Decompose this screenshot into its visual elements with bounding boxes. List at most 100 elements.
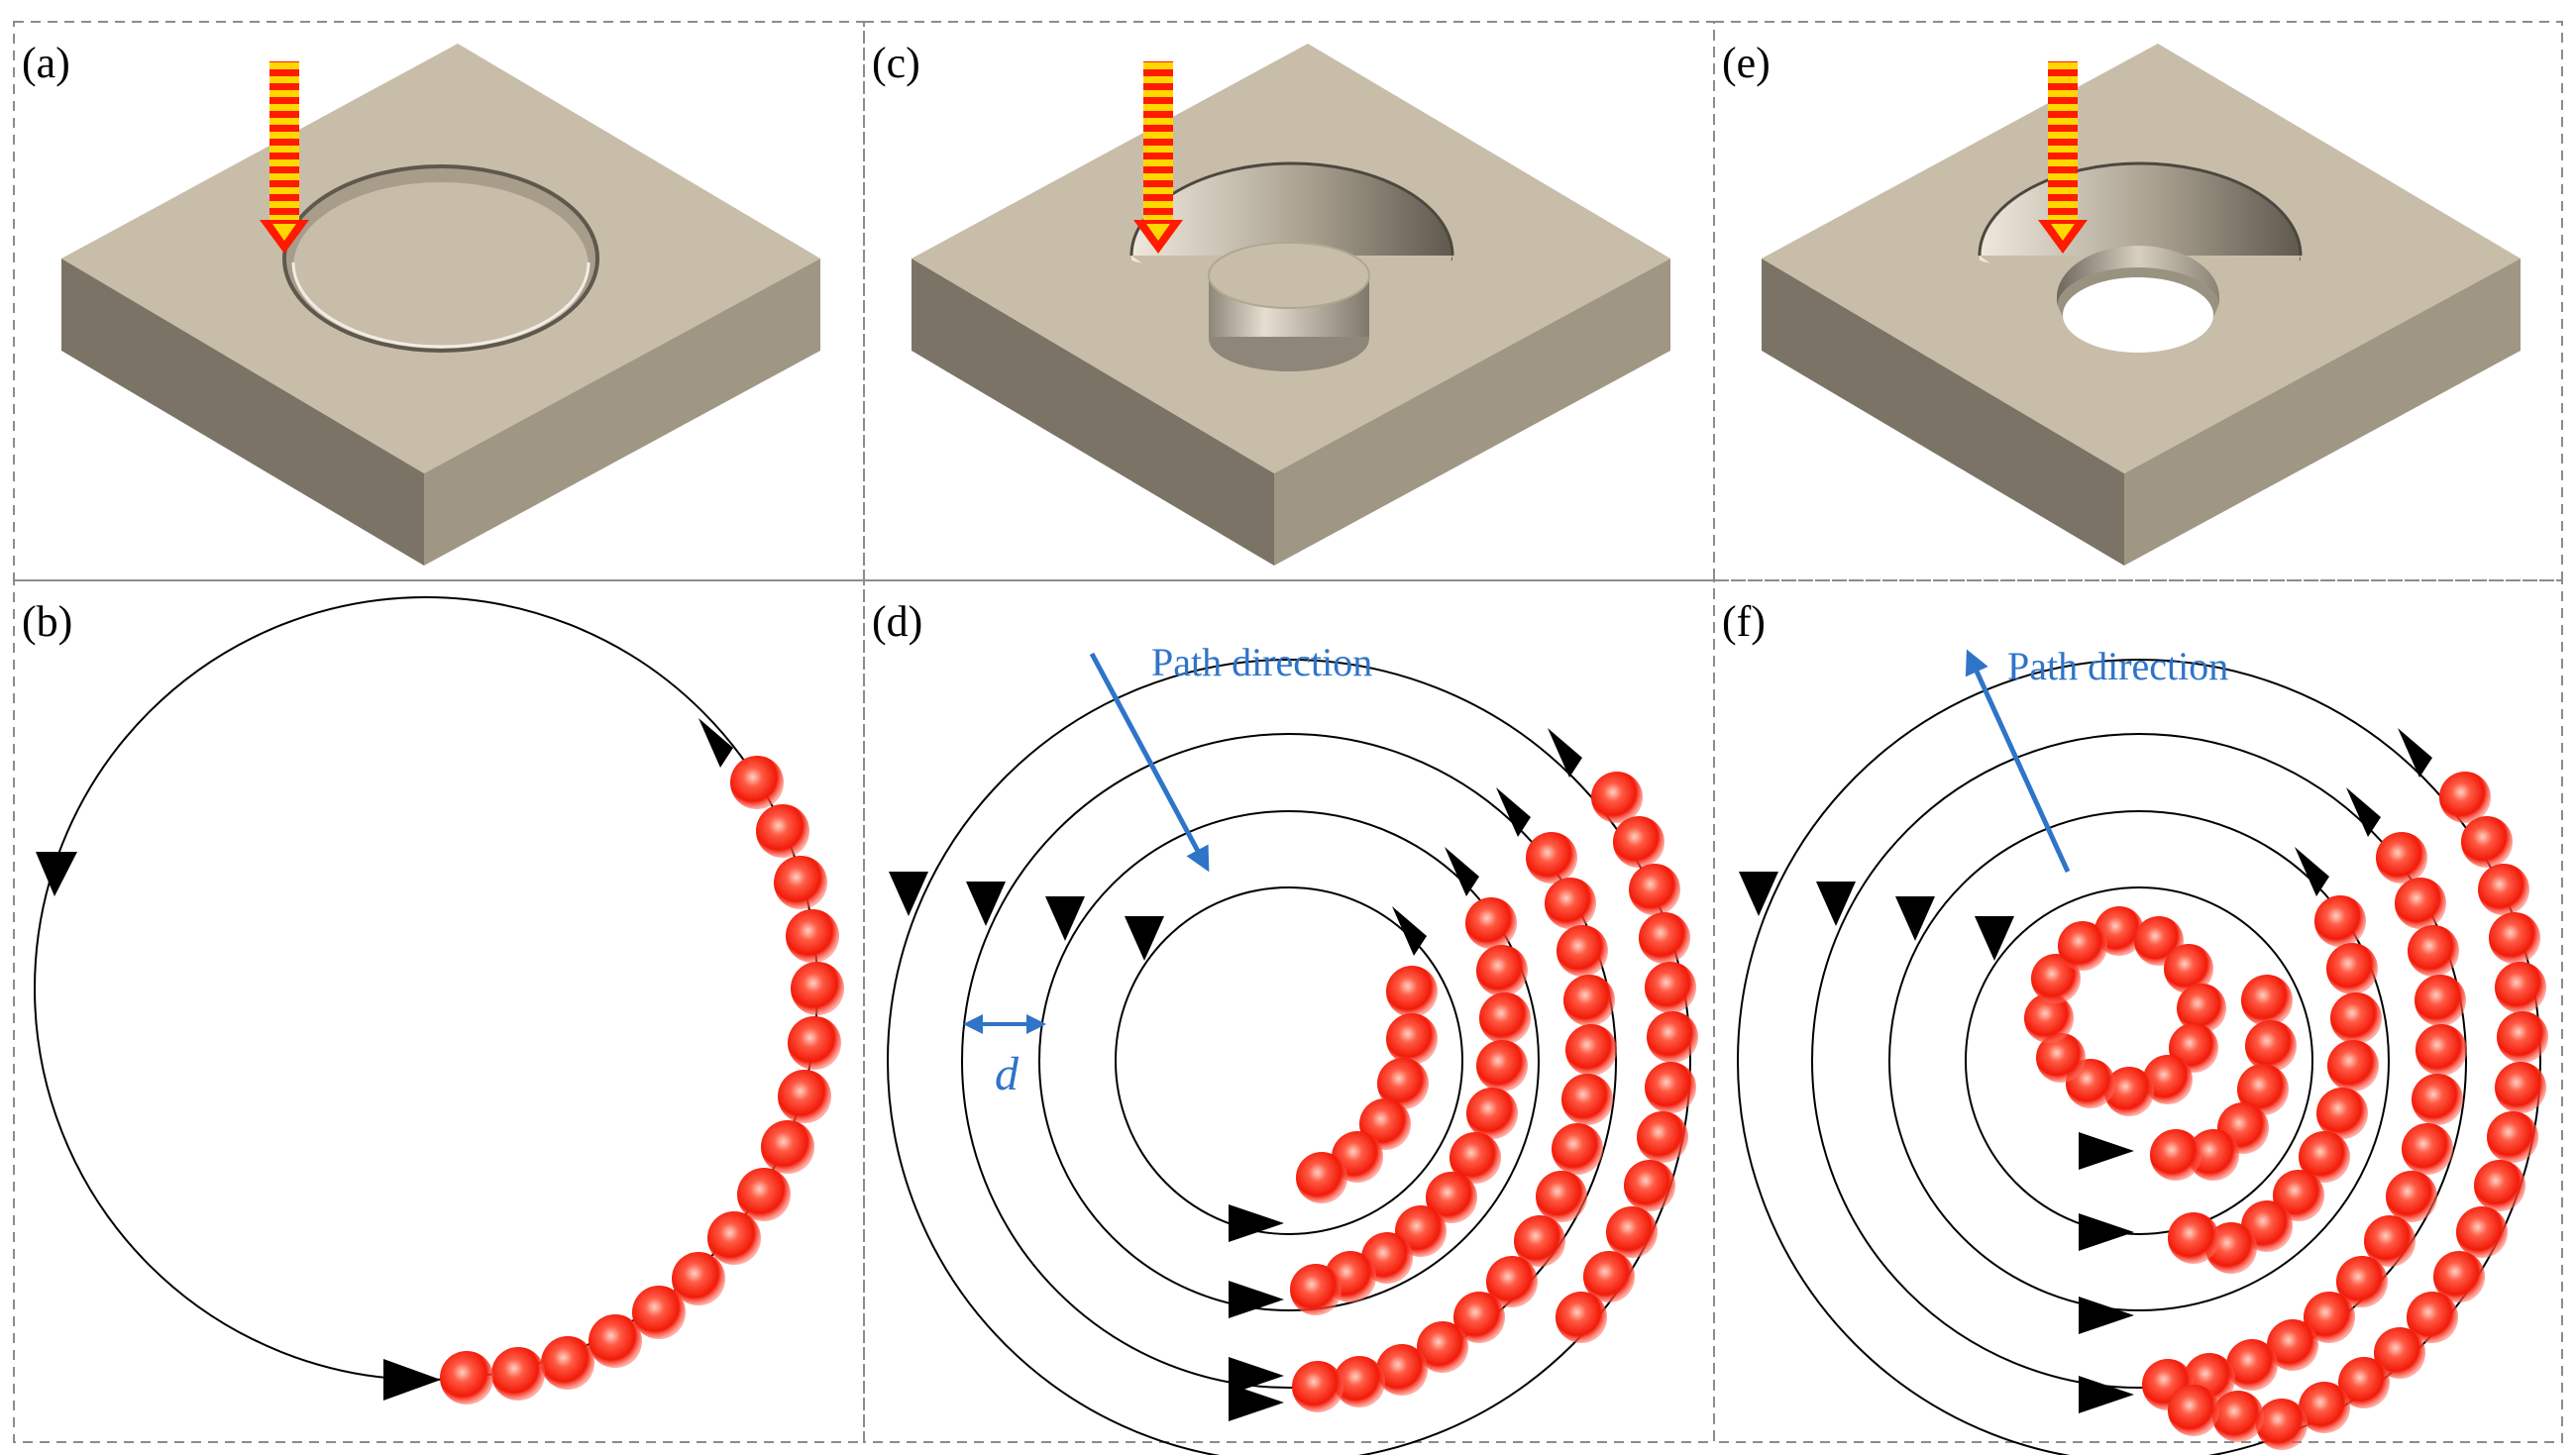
scan-path-ring-4: [1115, 886, 1463, 1235]
path-arrowhead: [2079, 1213, 2134, 1251]
melt-pool-tracks-d: [1290, 772, 1698, 1412]
path-arrowhead: [1975, 916, 2014, 961]
melt-pool: [791, 962, 844, 1015]
scan-path-ring-3: [1038, 810, 1540, 1311]
melt-pool: [1417, 1321, 1468, 1373]
melt-pool: [2478, 864, 2529, 915]
melt-pool: [2168, 1385, 2219, 1436]
melt-pool: [1629, 864, 1680, 915]
path-arrowhead: [1548, 728, 1582, 778]
melt-pool: [730, 756, 784, 809]
laser-arrow-a: [260, 61, 309, 254]
path-arrowheads-d: [889, 728, 1582, 1421]
melt-pool: [1552, 1123, 1603, 1175]
melt-pool: [2376, 832, 2427, 883]
melt-pool: [1386, 966, 1438, 1017]
melt-pool: [788, 1016, 841, 1070]
melt-pool: [1645, 1062, 1696, 1113]
melt-pool-track-b: [440, 756, 844, 1404]
cylinder-c: [1208, 242, 1370, 371]
melt-pool: [2439, 772, 2491, 823]
path-arrowhead: [1739, 872, 1778, 916]
melt-pool: [2412, 1074, 2463, 1125]
path-arrowhead: [2079, 1297, 2134, 1334]
melt-pool: [2408, 925, 2459, 977]
melt-pool: [774, 856, 827, 909]
path-arrowhead: [1229, 1357, 1284, 1395]
path-direction-annotation-f: Path direction: [1965, 644, 2228, 874]
melt-pool: [2267, 1319, 2318, 1371]
melt-pool: [1479, 992, 1531, 1044]
melt-pool: [1377, 1058, 1429, 1109]
melt-pool: [2415, 1024, 2467, 1076]
scan-path-ring-1: [1737, 659, 2541, 1455]
spacing-annotation-d: d: [963, 1014, 1046, 1100]
melt-pool: [1290, 1264, 1342, 1315]
melt-pool: [2316, 1088, 2368, 1139]
melt-pool: [1536, 1171, 1587, 1222]
melt-pool: [672, 1252, 725, 1305]
melt-pool: [2456, 1206, 2508, 1258]
melt-pool: [2226, 1339, 2278, 1391]
melt-pool: [541, 1336, 594, 1390]
melt-pool: [2336, 1256, 2388, 1307]
melt-pool: [2273, 1170, 2324, 1221]
melt-pool: [2415, 975, 2466, 1026]
melt-pool: [2338, 1357, 2390, 1408]
melt-pool: [440, 1351, 493, 1404]
melt-pool: [2177, 984, 2226, 1033]
melt-pool: [2143, 1055, 2193, 1104]
melt-pool: [2374, 1327, 2425, 1379]
melt-pool: [1583, 1251, 1635, 1302]
melt-pool: [2495, 1062, 2546, 1113]
path-arrowhead: [1229, 1281, 1284, 1318]
melt-pool: [2487, 1111, 2538, 1163]
path-direction-arrow: [1089, 652, 1210, 873]
melt-pool: [1647, 1011, 1698, 1063]
melt-pool: [1296, 1152, 1347, 1203]
melt-pool: [778, 1070, 831, 1123]
melt-pool: [1591, 772, 1643, 823]
path-arrowhead: [2295, 847, 2329, 896]
melt-pool: [589, 1314, 642, 1368]
spacing-label: d: [995, 1048, 1020, 1100]
melt-pool: [2245, 1020, 2297, 1072]
path-arrowhead: [1392, 906, 1427, 956]
through-hole-e: [2057, 246, 2219, 353]
melt-pool: [2386, 1171, 2437, 1222]
melt-pool: [2433, 1251, 2485, 1302]
path-arrowhead: [1445, 847, 1479, 896]
melt-pool: [1563, 975, 1615, 1026]
melt-pool: [2150, 1129, 2201, 1181]
melt-pool: [2299, 1382, 2350, 1433]
melt-pool: [2489, 912, 2540, 964]
melt-pool: [756, 804, 809, 858]
frame-e: [1713, 21, 2563, 581]
melt-pool: [1624, 1160, 1675, 1211]
melt-pool: [786, 909, 839, 963]
path-direction-label: Path direction: [2007, 644, 2228, 688]
scan-path-ring-1: [887, 659, 1691, 1455]
melt-pool: [1386, 1013, 1438, 1065]
melt-pool: [2241, 975, 2293, 1026]
melt-pool: [1376, 1344, 1428, 1396]
concentric-scan-paths-d: [887, 659, 1691, 1455]
melt-pool: [2104, 1067, 2154, 1116]
melt-pool: [2314, 895, 2366, 947]
panel-label-c: (c): [872, 39, 920, 87]
path-arrowheads-b: [36, 718, 733, 1401]
panel-a: (a): [22, 39, 820, 566]
melt-pool: [2407, 1292, 2458, 1343]
laser-arrow-c: [1133, 61, 1183, 254]
path-arrowheads-f: [1739, 728, 2432, 1413]
melt-pool: [1292, 1361, 1343, 1412]
melt-pool: [1613, 816, 1664, 868]
path-arrowhead: [1229, 1384, 1284, 1421]
melt-pool: [1565, 1024, 1617, 1076]
melt-pool: [2326, 943, 2378, 994]
melt-pool: [1486, 1256, 1538, 1307]
melt-pool: [2304, 1292, 2355, 1343]
melt-pool: [491, 1347, 545, 1401]
melt-pool: [2461, 816, 2513, 868]
